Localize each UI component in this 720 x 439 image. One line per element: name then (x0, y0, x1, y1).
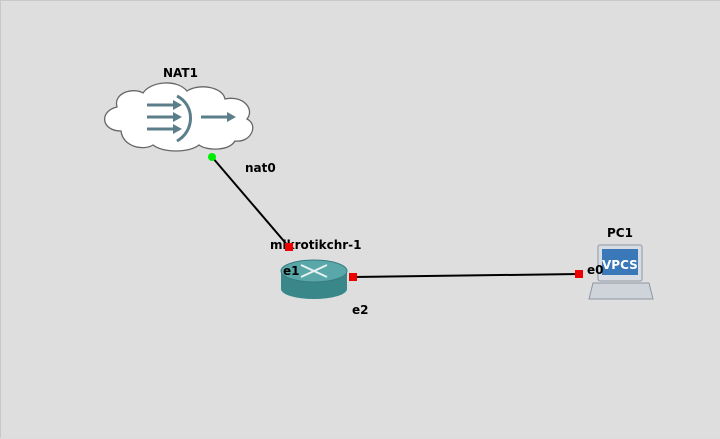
link-router-pc1[interactable] (352, 273, 580, 278)
link-nat1-router[interactable] (211, 156, 290, 248)
port-label-e0: e0 (587, 263, 604, 277)
port-label-e1: e1 (283, 264, 300, 278)
port-label-e2: e2 (352, 303, 369, 317)
router-node[interactable]: mikrotikchr-1 (270, 238, 362, 299)
nat1-label: NAT1 (163, 66, 198, 80)
nat1-node[interactable]: NAT1 (104, 66, 254, 152)
router-icon (280, 259, 348, 299)
port-status-e0 (575, 270, 583, 278)
vpcs-screen-text: VPCS (602, 258, 638, 272)
pc1-node[interactable]: VPCS PC1 (588, 226, 654, 300)
port-status-nat0 (208, 153, 216, 161)
vpcs-computer-icon: VPCS (588, 244, 654, 300)
cloud-icon (104, 82, 254, 152)
port-label-nat0: nat0 (245, 161, 276, 175)
router-label: mikrotikchr-1 (270, 238, 362, 252)
port-status-e1 (285, 243, 293, 251)
port-status-e2 (349, 273, 357, 281)
pc1-label: PC1 (607, 226, 633, 240)
